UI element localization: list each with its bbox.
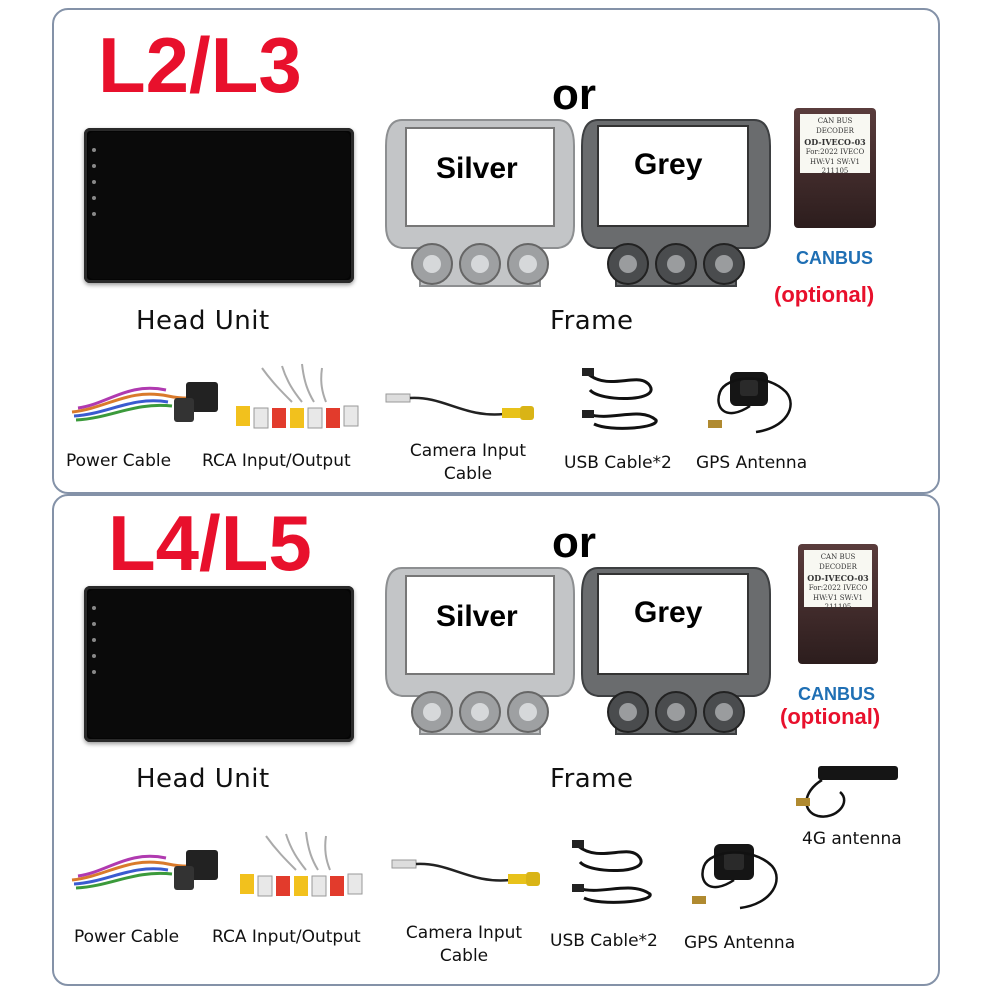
head-unit-label: Head Unit [136,764,270,794]
usb-cable-icon [582,368,658,430]
power-cable-label: Power Cable [74,927,180,947]
silver-frame-icon [385,567,575,735]
decoder-line: HW:V1 SW:V1 211105 [809,157,861,176]
silver-frame-icon [385,119,575,287]
rca-label: RCA Input/Output [202,451,351,471]
rca-label: RCA Input/Output [212,927,361,947]
decoder-line: HW:V1 SW:V1 211105 [812,593,864,612]
decoder-line: OD-IVECO-03 [807,572,869,583]
canbus-optional-label: (optional) [774,282,875,307]
camera-cable-label: Camera Input Cable [394,922,534,968]
canbus-optional-label: (optional) [780,704,881,729]
frame-label: Frame [550,764,634,794]
grey-frame-icon [581,567,771,735]
usb-cable-icon [572,840,652,904]
grey-label: Grey [634,596,703,629]
decoder-line: For:2022 IVECO [805,147,865,156]
canbus-label: CANBUS [798,684,876,704]
decoder-line: OD-IVECO-03 [804,136,866,147]
camera-label-line2: Cable [439,945,489,966]
rca-cable-icon [240,831,363,897]
canbus-label: CANBUS [796,248,874,268]
camera-label-line2: Cable [443,463,493,484]
silver-label: Silver [436,152,518,185]
package-title: L4/L5 [108,499,312,587]
gps-label: GPS Antenna [696,453,808,473]
decoder-line: CAN BUS DECODER [819,553,857,571]
usb-label: USB Cable*2 [564,453,672,473]
canbus-decoder-icon: CAN BUS DECODER OD-IVECO-03 For:2022 IVE… [798,544,878,664]
power-cable-icon [71,850,218,890]
canbus-decoder-icon: CAN BUS DECODER OD-IVECO-03 For:2022 IVE… [794,108,876,228]
head-unit-image [84,128,354,283]
gps-antenna-icon [692,844,778,910]
camera-label-line1: Camera Input [405,923,523,943]
power-cable-label: Power Cable [66,451,172,471]
camera-cable-label: Camera Input Cable [398,440,538,486]
camera-label-line1: Camera Input [409,441,527,461]
gps-antenna-icon [708,372,792,434]
camera-cable-icon [385,393,534,420]
frame-label: Frame [550,306,634,336]
or-label: or [552,70,596,119]
decoder-sticker: CAN BUS DECODER OD-IVECO-03 For:2022 IVE… [800,114,870,175]
decoder-sticker: CAN BUS DECODER OD-IVECO-03 For:2022 IVE… [804,550,872,611]
camera-cable-icon [391,859,540,886]
power-cable-icon [71,382,218,422]
android-screen-icon [88,132,350,279]
decoder-line: For:2022 IVECO [808,583,868,592]
grey-frame-icon [581,119,771,287]
android-screen-icon [88,590,350,738]
silver-label: Silver [436,600,518,633]
head-unit-label: Head Unit [136,306,270,336]
or-label: or [552,518,596,567]
grey-label: Grey [634,148,703,181]
usb-label: USB Cable*2 [550,931,658,951]
rca-cable-icon [236,363,359,429]
4g-antenna-label: 4G antenna [802,829,902,849]
head-unit-image [84,586,354,742]
package-title: L2/L3 [98,21,302,109]
gps-label: GPS Antenna [684,933,796,953]
4g-antenna-icon [796,766,898,818]
decoder-line: CAN BUS DECODER [816,117,854,135]
